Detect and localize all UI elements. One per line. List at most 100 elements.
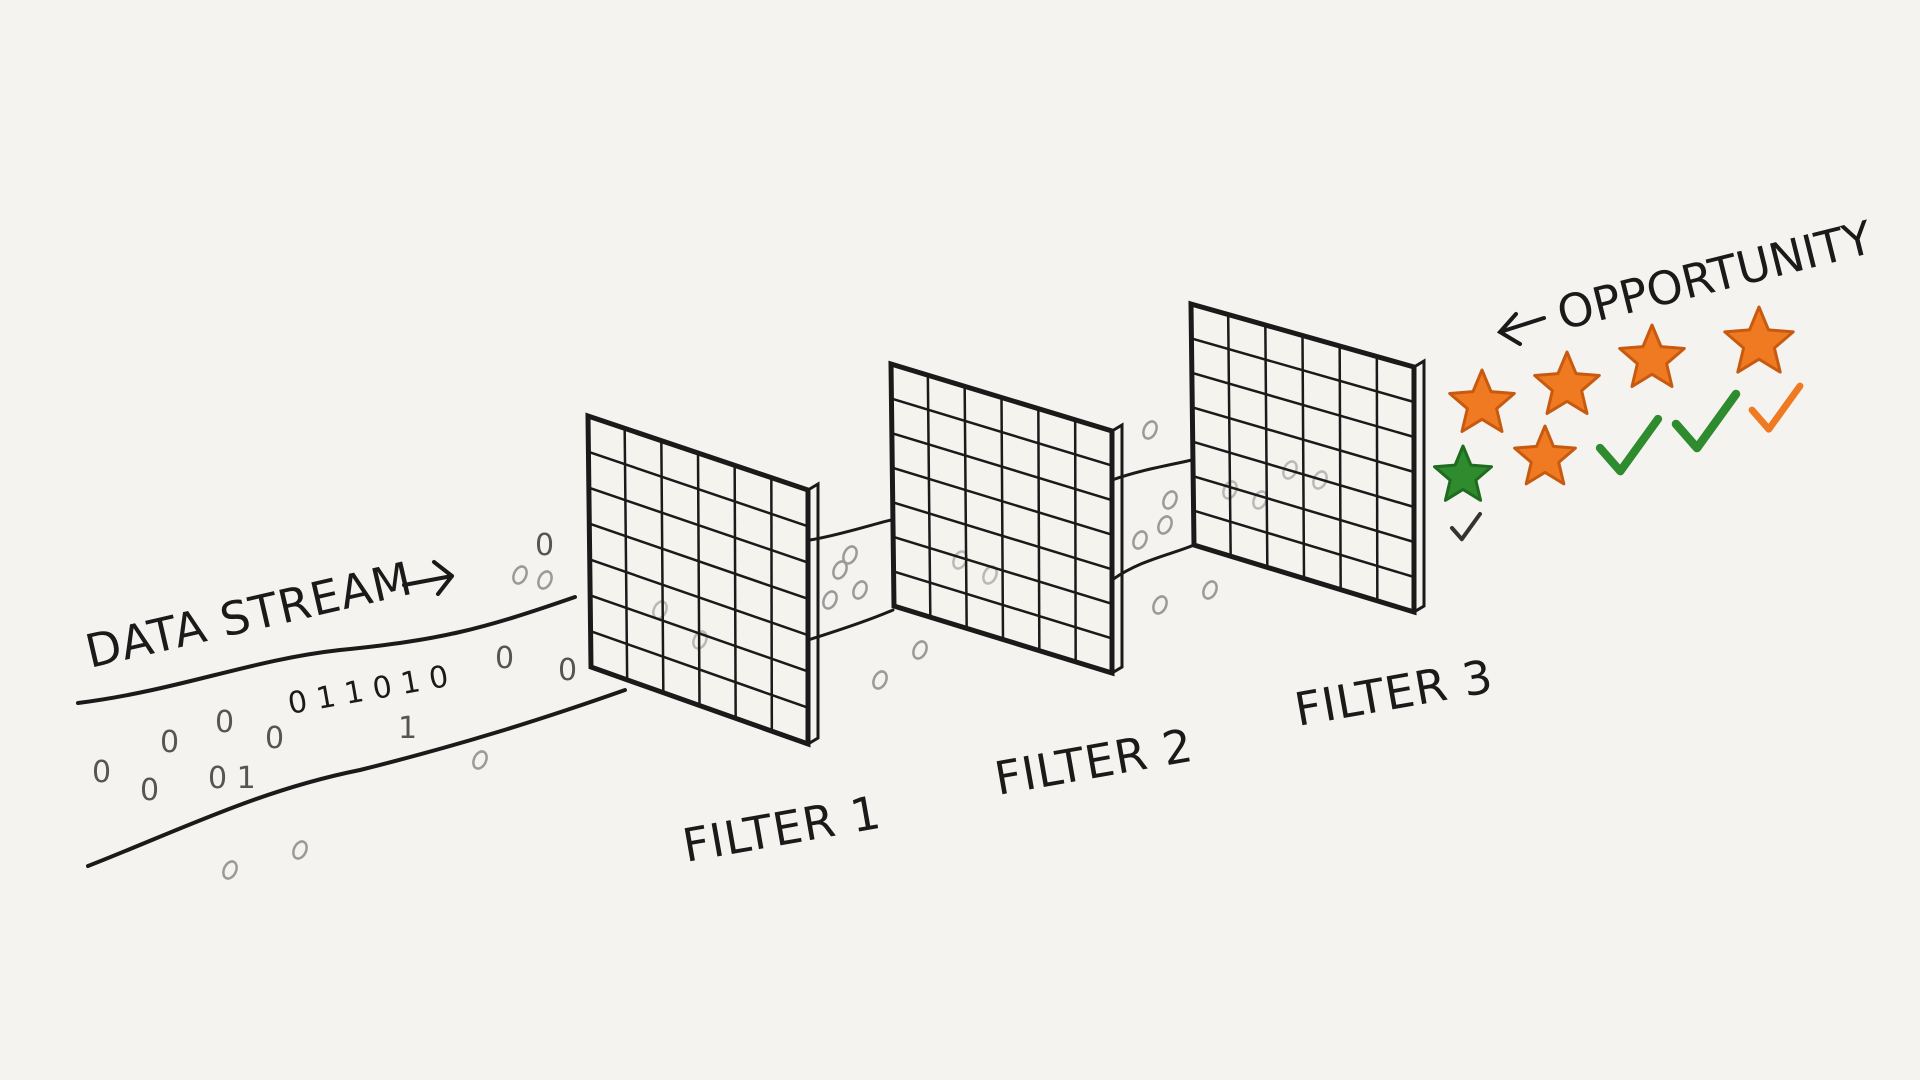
stream-bottom-edge [86, 688, 627, 868]
grid-line [1191, 406, 1415, 474]
data-particle [912, 640, 928, 660]
grid-line [588, 450, 809, 528]
digit: 0 [140, 773, 159, 808]
grid-line [1226, 314, 1232, 557]
filter-frame-depth [807, 481, 820, 746]
star-icon [1533, 350, 1601, 415]
stream-mid-edge-2 [806, 518, 895, 642]
check-icon [1748, 382, 1804, 433]
grid-line [1338, 345, 1342, 590]
grid-line [623, 428, 629, 680]
filter-1-label-group: FILTER 1 [679, 785, 886, 873]
grid-line [1192, 440, 1415, 509]
check-icon [1671, 389, 1741, 453]
data-particle [1132, 530, 1148, 550]
digit: 0 [265, 721, 284, 756]
data-particle [292, 840, 308, 860]
data-particle [472, 750, 488, 770]
filter-3-label: FILTER 3 [1291, 649, 1498, 737]
filter-3-label-group: FILTER 3 [1291, 649, 1498, 737]
digit: 0 [558, 653, 577, 688]
grid-line [891, 466, 1113, 536]
grid-line [696, 452, 701, 706]
grid-line [963, 386, 968, 629]
digit: 0 [495, 641, 514, 676]
star-icon [1618, 323, 1686, 388]
stream-mid-edge-3 [1110, 458, 1196, 582]
opportunity-results [1433, 305, 1804, 542]
grid-line [1193, 509, 1415, 579]
data-particle [1252, 490, 1268, 510]
grid-line [893, 570, 1113, 640]
grid-line [892, 535, 1113, 606]
grid-line [1264, 324, 1269, 568]
data-stream-label-group: DATA STREAM [80, 551, 417, 679]
grid-line [1375, 356, 1379, 601]
digit: 0 [160, 725, 179, 760]
grid-line [589, 594, 809, 673]
data-particle [1142, 420, 1158, 440]
filter-2-grid [888, 360, 1124, 677]
digit-row-main: 0 1 1 0 1 0 [285, 659, 451, 722]
arrow-right-icon [402, 560, 454, 596]
opportunity-label-group: OPPORTUNITY [1552, 210, 1879, 341]
grid-line [660, 440, 665, 693]
filter-panels [585, 300, 1426, 748]
grid-line [926, 375, 932, 618]
filter-2-label-group: FILTER 2 [991, 718, 1198, 806]
digit: 0 [215, 705, 234, 740]
filter-1-label: FILTER 1 [679, 785, 886, 873]
grid-line [1192, 474, 1415, 544]
data-particle [537, 570, 553, 590]
grid-line [892, 501, 1113, 571]
stream-top-edge [76, 595, 577, 705]
grid-line [1191, 371, 1415, 439]
grid-line [1037, 408, 1041, 651]
data-particle [852, 580, 868, 600]
filter-frame-depth [1413, 358, 1426, 614]
digit: 0 [92, 755, 111, 790]
grid-line [1301, 335, 1306, 579]
data-particles [222, 420, 1328, 880]
grid-line [1073, 419, 1077, 662]
grid-line [1000, 397, 1005, 640]
data-particle [512, 565, 528, 585]
check-icon [1450, 512, 1482, 542]
arrow-left-icon [1496, 312, 1546, 346]
grid-line [733, 465, 737, 719]
data-stream-label: DATA STREAM [80, 551, 417, 679]
opportunity-label: OPPORTUNITY [1552, 210, 1879, 341]
data-particle [1162, 490, 1178, 510]
data-particle [1152, 595, 1168, 615]
star-icon [1513, 424, 1577, 486]
digit-row-group: 0 1 1 0 1 0 [285, 659, 451, 722]
digit: 1 [398, 711, 417, 746]
data-particle [692, 630, 708, 650]
filter-2-label: FILTER 2 [991, 718, 1198, 806]
digit-scatter: 0 0 0 0 0 0 1 0 0 1 0 [92, 528, 577, 808]
data-particle [872, 670, 888, 690]
data-particle [822, 590, 838, 610]
star-icon [1433, 444, 1493, 502]
data-particle [842, 545, 858, 565]
filter-frame-depth [1111, 422, 1124, 675]
digit: 0 [535, 528, 554, 563]
data-particle [1202, 580, 1218, 600]
check-icon [1595, 414, 1663, 476]
filter-3-grid [1188, 300, 1426, 616]
grid-line [770, 477, 774, 732]
grid-line [589, 558, 809, 637]
grid-line [891, 431, 1113, 502]
grid-line [891, 397, 1113, 467]
star-icon [1448, 368, 1516, 433]
filter-1-grid [585, 412, 820, 748]
data-particle [1222, 480, 1238, 500]
star-icon [1723, 305, 1795, 374]
digit: 0 1 [208, 761, 256, 796]
grid-line [588, 522, 809, 601]
grid-line [588, 486, 809, 564]
grid-line [590, 629, 809, 709]
data-particle [222, 860, 238, 880]
grid-line [1191, 337, 1415, 404]
